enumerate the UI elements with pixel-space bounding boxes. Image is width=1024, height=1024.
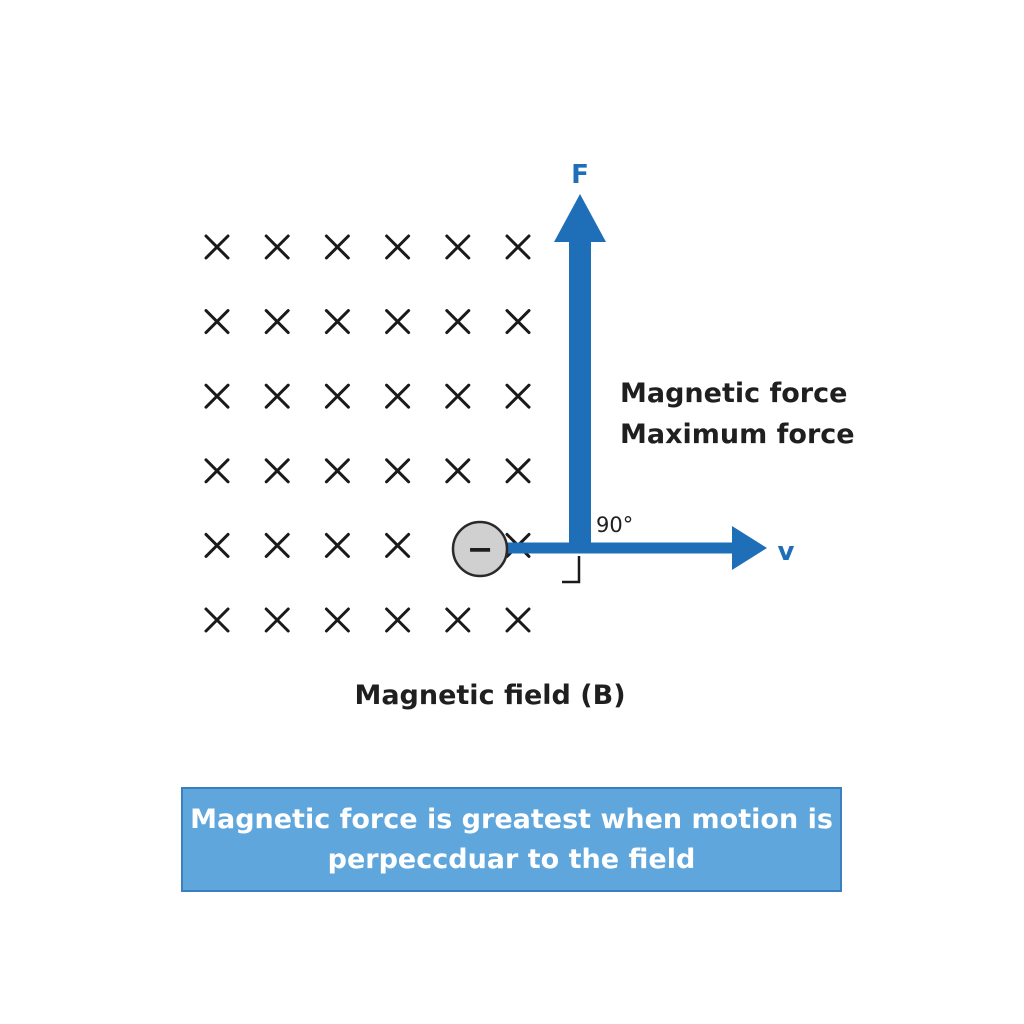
field-cross-icon: [385, 607, 411, 633]
field-cross-icon: [264, 234, 290, 260]
field-cross-icon: [264, 607, 290, 633]
velocity-arrow-head: [732, 526, 767, 570]
field-label: Magnetic field (B): [354, 680, 625, 711]
annotation-line-2: Maximum force: [620, 419, 855, 450]
angle-label: 90°: [596, 513, 633, 537]
charge-sign: −: [467, 530, 494, 568]
field-cross-icon: [385, 458, 411, 484]
field-cross-icon: [264, 532, 290, 558]
force-label: F: [571, 160, 589, 190]
annotation-line-1: Magnetic force: [620, 378, 847, 409]
force-arrow-shaft: [569, 236, 591, 552]
field-cross-icon: [505, 607, 531, 633]
charge-circle: [451, 520, 509, 578]
caption-line-1: Magnetic force is greatest when motion i…: [190, 803, 833, 835]
force-vector: [554, 194, 606, 552]
field-cross-icon: [505, 458, 531, 484]
field-cross-icon: [445, 234, 471, 260]
caption-box: Magnetic force is greatest when motion i…: [181, 787, 842, 892]
field-cross-icon: [204, 607, 230, 633]
field-cross-icon: [324, 383, 350, 409]
field-cross-icon: [324, 532, 350, 558]
magnetic-field-crosses: [204, 234, 531, 633]
field-cross-icon: [445, 607, 471, 633]
field-cross-icon: [264, 309, 290, 335]
field-cross-icon: [264, 383, 290, 409]
field-cross-icon: [264, 458, 290, 484]
field-cross-icon: [385, 309, 411, 335]
velocity-label: v: [778, 537, 795, 567]
field-cross-icon: [505, 309, 531, 335]
field-cross-icon: [324, 458, 350, 484]
field-cross-icon: [385, 532, 411, 558]
right-angle-marker: [562, 556, 581, 584]
field-cross-icon: [505, 234, 531, 260]
velocity-vector: [505, 526, 767, 570]
field-cross-icon: [385, 383, 411, 409]
field-cross-icon: [204, 383, 230, 409]
field-cross-icon: [505, 383, 531, 409]
negative-charge: −: [451, 520, 509, 578]
field-cross-icon: [445, 383, 471, 409]
field-cross-icon: [204, 532, 230, 558]
field-cross-icon: [324, 309, 350, 335]
caption-line-2: perpeccduar to the field: [327, 843, 696, 875]
field-cross-icon: [204, 309, 230, 335]
field-cross-icon: [324, 607, 350, 633]
field-cross-icon: [204, 234, 230, 260]
force-arrow-head: [554, 194, 606, 242]
field-cross-icon: [324, 234, 350, 260]
field-cross-icon: [204, 458, 230, 484]
field-cross-icon: [445, 309, 471, 335]
field-cross-icon: [385, 234, 411, 260]
field-cross-icon: [445, 458, 471, 484]
